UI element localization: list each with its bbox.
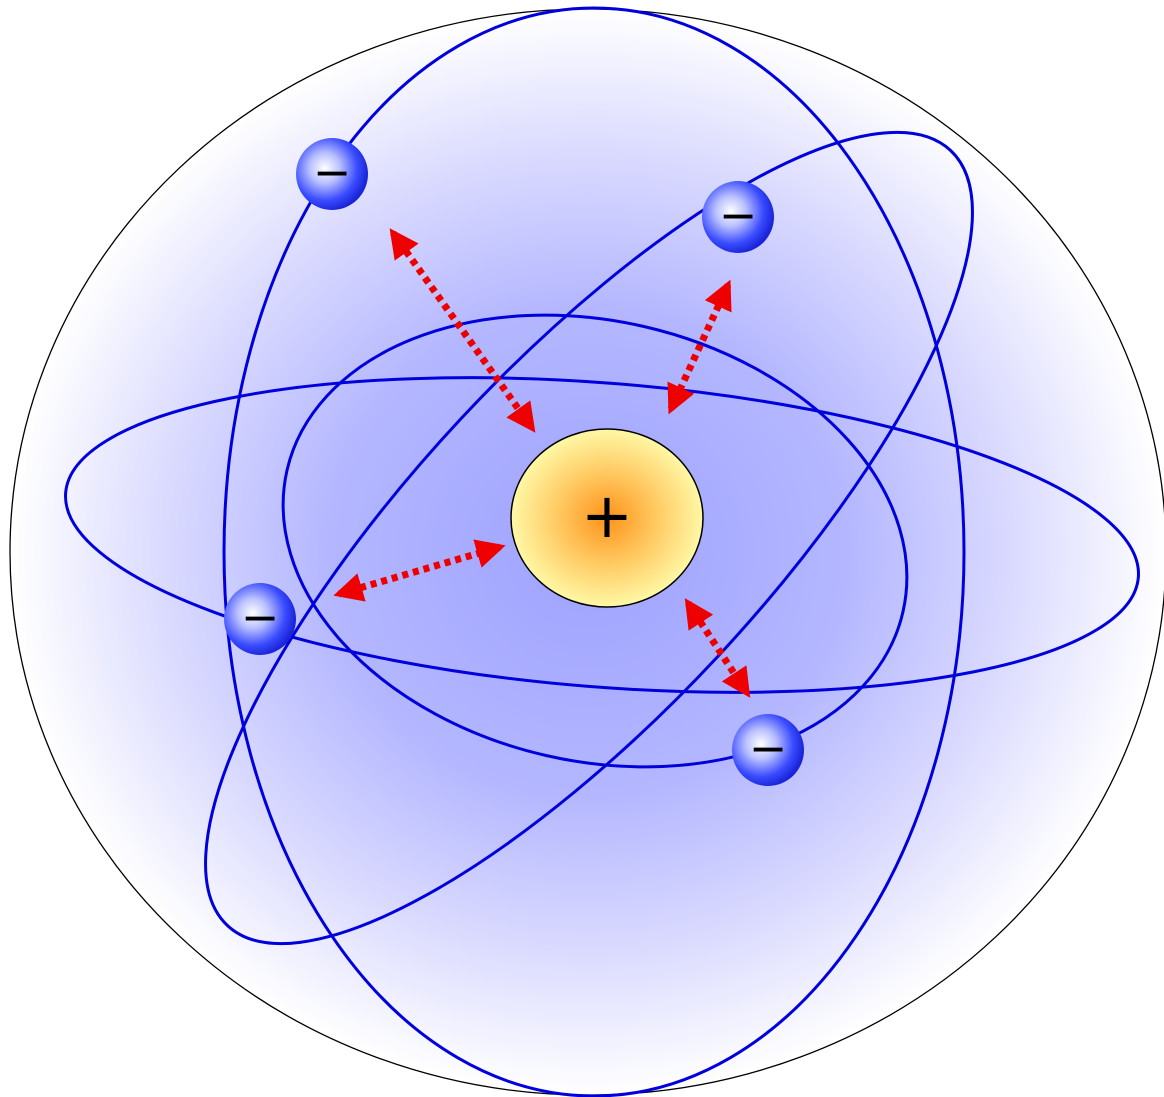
electron: −	[732, 714, 804, 786]
electron: −	[296, 138, 368, 210]
electron-charge-label: −	[749, 721, 788, 775]
electron: −	[224, 583, 296, 655]
electron-charge-label: −	[241, 590, 280, 644]
electron-charge-label: −	[313, 145, 352, 199]
nucleus-charge-label: +	[581, 479, 633, 552]
electron: −	[702, 181, 774, 253]
electron-charge-label: −	[719, 188, 758, 242]
nucleus: +	[511, 429, 703, 607]
